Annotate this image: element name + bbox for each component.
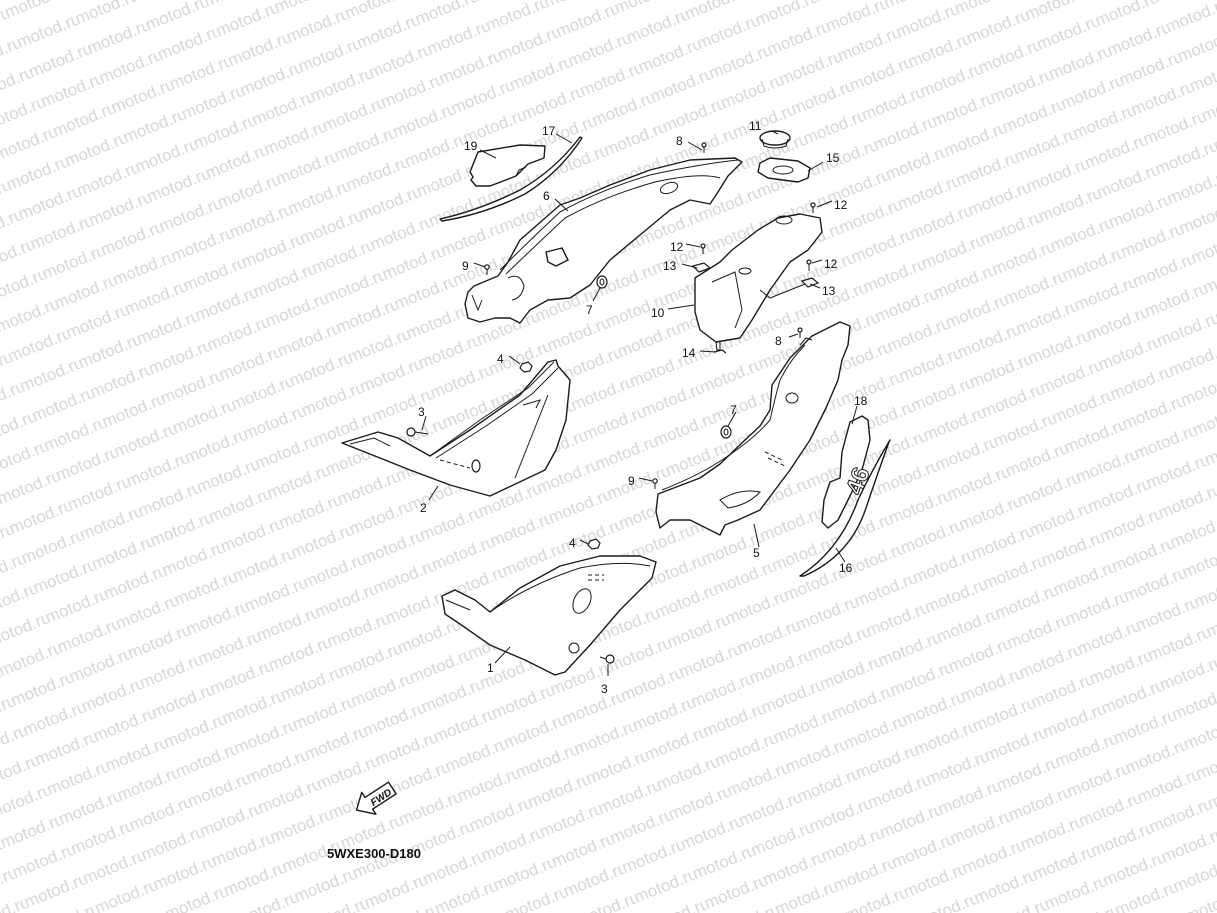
callout-13a[interactable]: 13 <box>663 259 677 273</box>
part-10-tank[interactable] <box>694 213 823 351</box>
screw-8b[interactable] <box>797 327 803 338</box>
clip-14[interactable] <box>713 349 727 354</box>
nut-4a[interactable] <box>519 361 533 373</box>
callout-14[interactable]: 14 <box>682 346 696 360</box>
part-17-stripe[interactable] <box>439 136 583 222</box>
part-18-decal[interactable]: 46 <box>821 415 876 529</box>
bolt-3b[interactable] <box>599 654 615 664</box>
grommet-7b[interactable] <box>720 425 732 439</box>
clip-13b[interactable] <box>800 277 820 288</box>
callout-15[interactable]: 15 <box>826 151 840 165</box>
screw-12c[interactable] <box>806 259 812 271</box>
leader-lines <box>421 130 858 676</box>
callout-12b[interactable]: 12 <box>670 240 684 254</box>
callout-8b[interactable]: 8 <box>775 334 782 348</box>
washer-2[interactable] <box>471 459 481 473</box>
callout-7b[interactable]: 7 <box>730 403 737 417</box>
callout-17[interactable]: 17 <box>542 124 556 138</box>
callout-8a[interactable]: 8 <box>676 134 683 148</box>
callout-13b[interactable]: 13 <box>822 284 836 298</box>
nut-4b[interactable] <box>587 538 601 550</box>
callout-3b[interactable]: 3 <box>601 682 608 696</box>
callout-2[interactable]: 2 <box>420 501 427 515</box>
callout-9a[interactable]: 9 <box>462 259 469 273</box>
callout-7a[interactable]: 7 <box>586 303 593 317</box>
callout-16[interactable]: 16 <box>839 561 853 575</box>
screw-12b[interactable] <box>700 243 706 254</box>
callout-11[interactable]: 11 <box>749 119 762 133</box>
callout-12a[interactable]: 12 <box>834 198 848 212</box>
part-1-under-cover[interactable] <box>441 555 657 676</box>
callout-12c[interactable]: 12 <box>824 257 838 271</box>
part-16-stripe[interactable] <box>799 439 891 577</box>
screw-8a[interactable] <box>701 142 707 153</box>
callout-5[interactable]: 5 <box>753 546 760 560</box>
clip-13a[interactable] <box>691 262 712 273</box>
diagram-code: 5WXE300-D180 <box>327 846 421 861</box>
callout-4a[interactable]: 4 <box>497 352 504 366</box>
fwd-arrow-icon: FWD <box>355 781 397 815</box>
callout-9b[interactable]: 9 <box>628 474 635 488</box>
screw-9b[interactable] <box>652 478 658 489</box>
part-11-cap[interactable] <box>759 130 791 149</box>
callout-1[interactable]: 1 <box>487 661 494 675</box>
callout-19[interactable]: 19 <box>464 139 478 153</box>
screw-12a[interactable] <box>810 202 816 213</box>
callout-6[interactable]: 6 <box>543 189 550 203</box>
screw-9a[interactable] <box>484 264 490 275</box>
bolt-3a[interactable] <box>406 427 429 437</box>
callout-4b[interactable]: 4 <box>569 536 576 550</box>
part-6-side-cover[interactable] <box>464 157 743 324</box>
grommet-7a[interactable] <box>596 275 608 289</box>
part-5-side-cover[interactable] <box>655 321 851 536</box>
part-2-side-cover[interactable] <box>341 359 571 497</box>
hardware <box>406 142 820 664</box>
callouts: 1 2 3 3 4 4 5 6 7 7 8 8 9 9 10 11 12 12 … <box>418 119 868 696</box>
callout-3a[interactable]: 3 <box>418 405 425 419</box>
callout-18[interactable]: 18 <box>854 394 868 408</box>
part-15-seal[interactable] <box>757 157 811 183</box>
callout-10[interactable]: 10 <box>651 306 665 320</box>
part-19-panel[interactable] <box>469 144 546 187</box>
